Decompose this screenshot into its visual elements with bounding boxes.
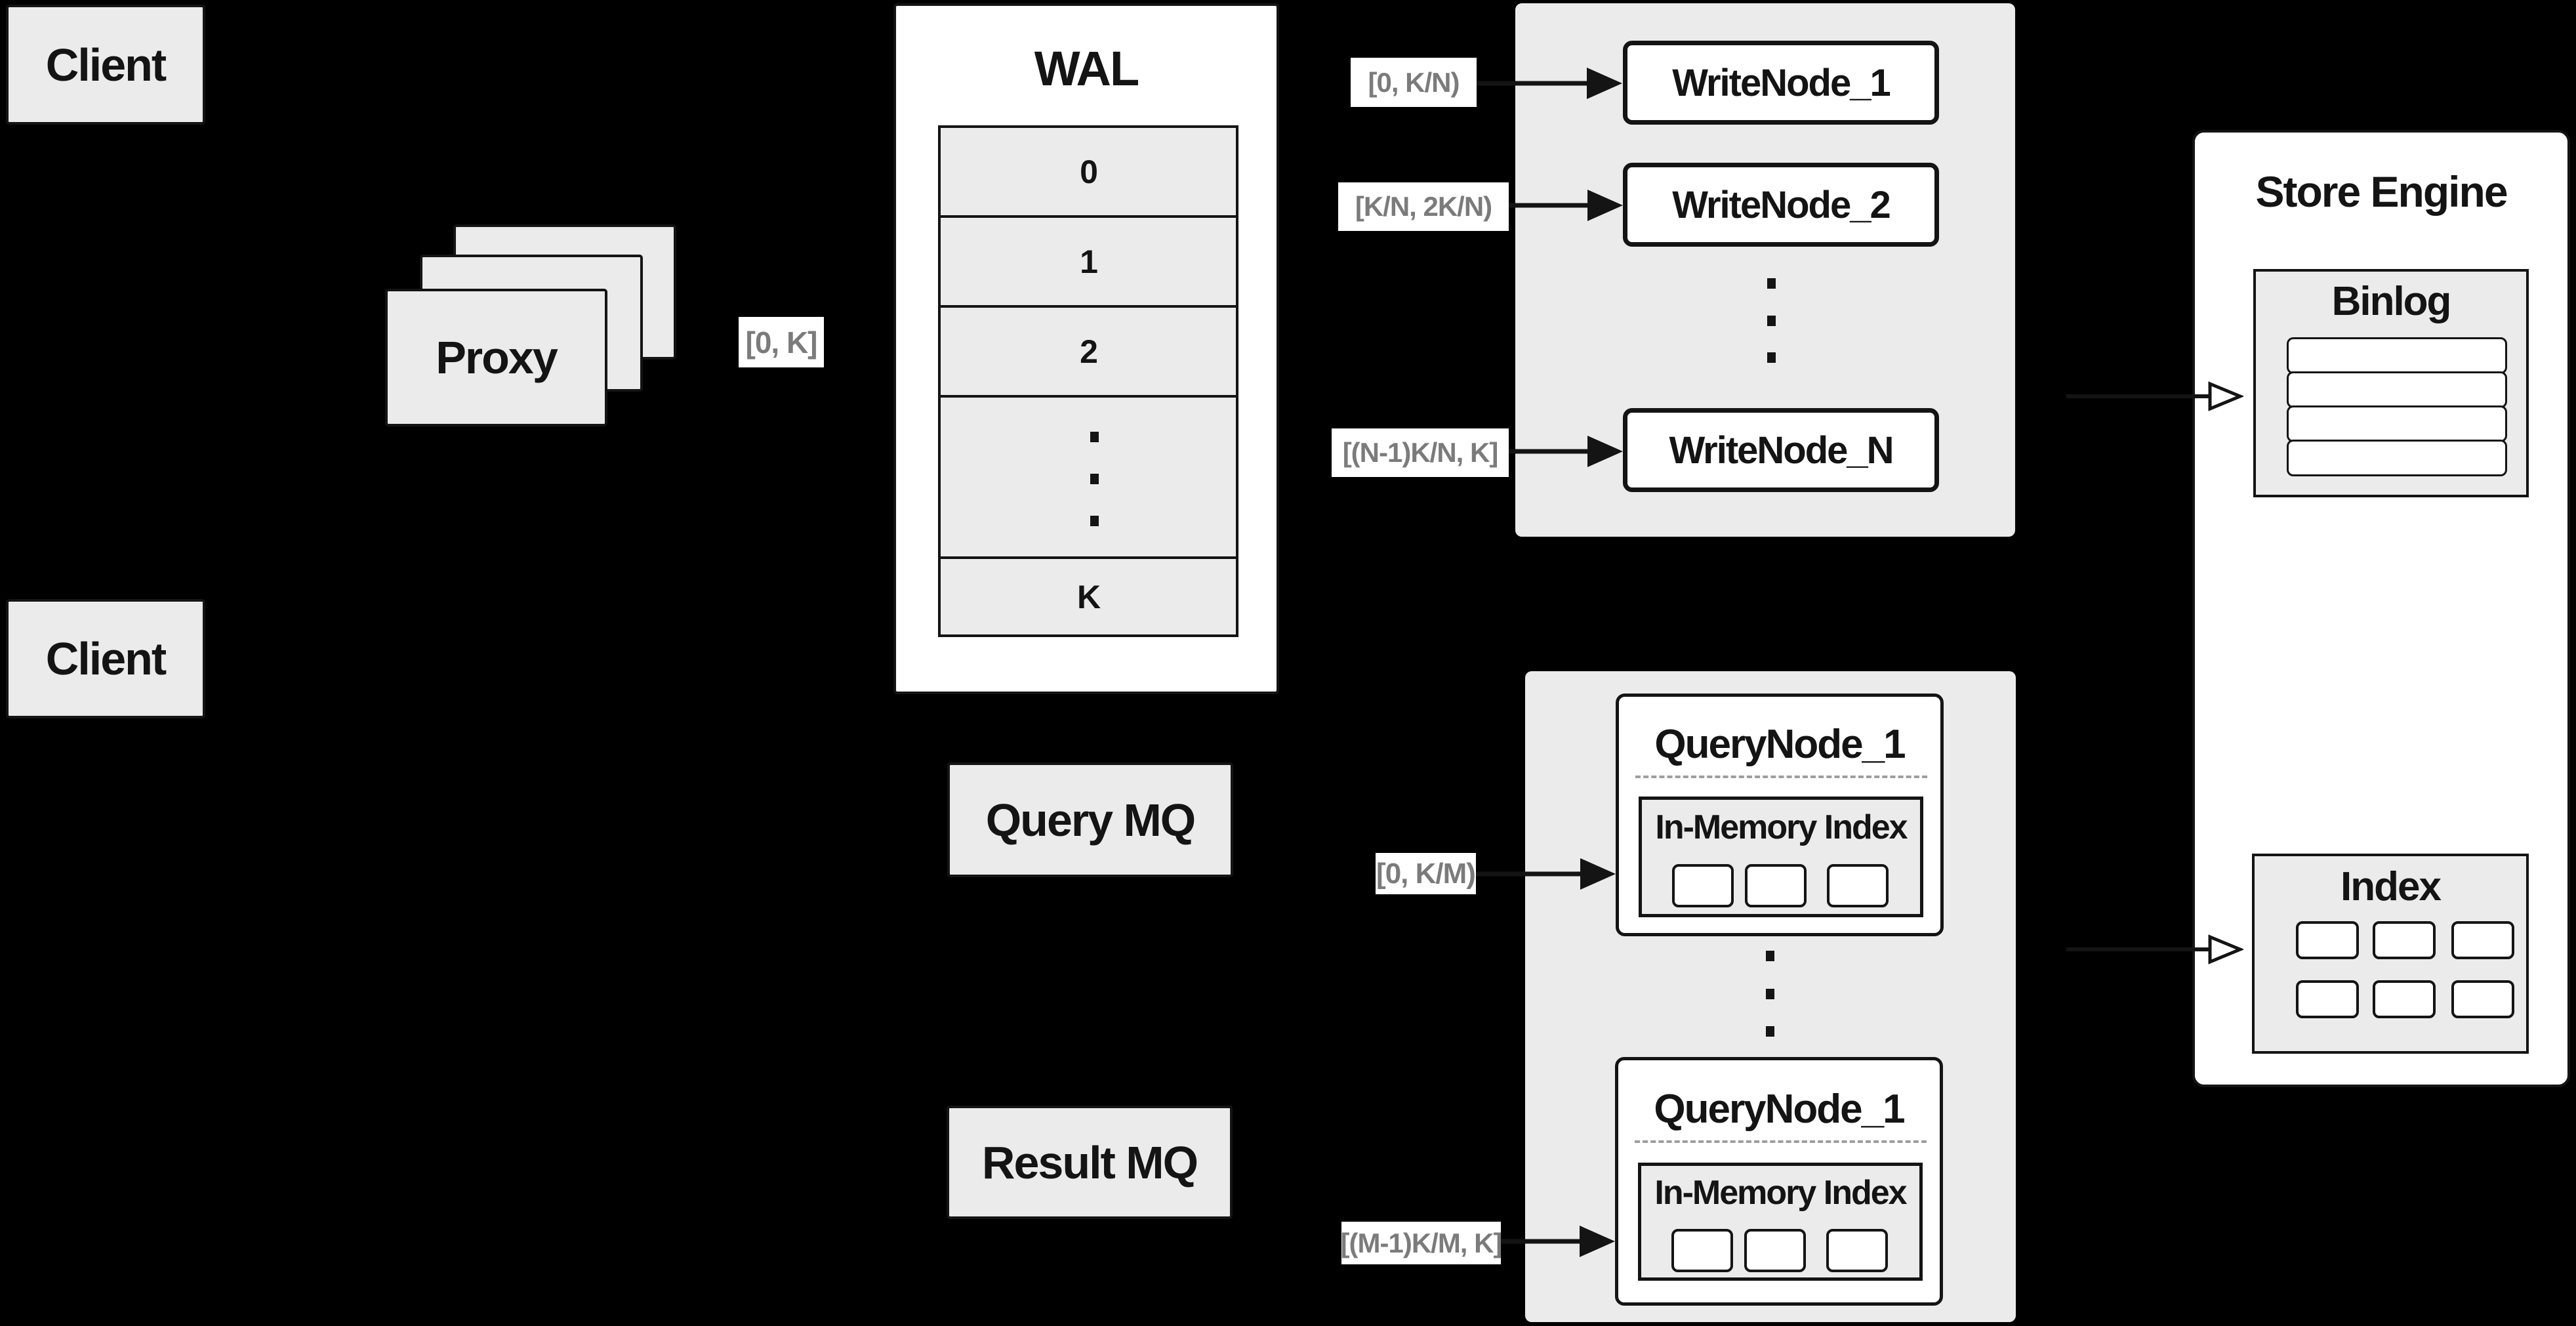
index-segment-1 <box>2296 921 2359 959</box>
query-node-1-title-wrap: QueryNode_1 <box>1619 716 1940 772</box>
write-node-1-label: WriteNode_1 <box>1672 61 1891 104</box>
client-bottom-label: Client <box>45 633 167 684</box>
query-node-1-inmemory-box: In-Memory Index <box>1639 797 1923 917</box>
query-range-1-chip: [0, K/M) <box>1376 853 1476 894</box>
binlog-row-1 <box>2287 337 2507 374</box>
wal-row-k-label: K <box>1076 579 1101 615</box>
proxy-range-chip: [0, K] <box>739 317 824 367</box>
write-node-n-label: WriteNode_N <box>1669 428 1894 472</box>
query-node-1-inmemory-title: In-Memory Index <box>1655 808 1908 846</box>
write-panel-dot-3 <box>1767 352 1776 363</box>
write-range-n-chip: [(N-1)K/N, K] <box>1332 428 1509 477</box>
write-panel-dot-1 <box>1767 278 1776 289</box>
wal-row-2-label: 2 <box>1080 333 1098 370</box>
index-segment-4 <box>2296 980 2359 1018</box>
wal-dot-3 <box>1090 516 1099 526</box>
binlog-row-2 <box>2287 371 2507 408</box>
query-node-2-inmemory-title-wrap: In-Memory Index <box>1641 1166 1919 1220</box>
query-node-2-title-wrap: QueryNode_1 <box>1618 1081 1940 1137</box>
wal-box: WAL 0 1 2 K <box>893 3 1279 694</box>
write-panel-dot-2 <box>1767 316 1776 326</box>
store-engine-title: Store Engine <box>2255 167 2508 216</box>
index-segment-6 <box>2451 980 2514 1018</box>
query-node-2-box: QueryNode_1 In-Memory Index <box>1615 1057 1943 1306</box>
binlog-title-wrap: Binlog <box>2256 272 2526 331</box>
binlog-title: Binlog <box>2331 278 2452 324</box>
arrow-to-write-node-n <box>1509 436 1623 467</box>
binlog-row-4 <box>2287 440 2507 476</box>
wal-row-0-label: 0 <box>1080 153 1098 190</box>
query-panel-dot-3 <box>1766 1026 1774 1037</box>
index-title-wrap: Index <box>2255 856 2526 917</box>
arrow-to-query-node-2 <box>1501 1226 1615 1257</box>
query-node-1-segment-3 <box>1827 864 1889 907</box>
query-mq-label: Query MQ <box>985 794 1196 846</box>
store-engine-title-wrap: Store Engine <box>2195 159 2567 224</box>
wal-dot-2 <box>1090 474 1099 484</box>
client-top-label: Client <box>45 39 167 91</box>
store-engine-box: Store Engine Binlog Index <box>2192 130 2570 1087</box>
write-node-n-box: WriteNode_N <box>1623 408 1939 492</box>
query-range-2-chip: [(M-1)K/M, K] <box>1341 1222 1502 1264</box>
query-node-2-dashed-separator <box>1635 1140 1927 1143</box>
arrow-to-write-node-1 <box>1477 68 1622 99</box>
result-mq-box: Result MQ <box>947 1106 1233 1219</box>
write-node-2-box: WriteNode_2 <box>1623 163 1939 247</box>
arrow-to-query-node-1 <box>1476 858 1616 890</box>
wal-dot-1 <box>1090 432 1099 442</box>
query-node-2-inmemory-title: In-Memory Index <box>1654 1174 1907 1212</box>
arrow-to-write-node-2 <box>1509 190 1623 221</box>
query-node-1-title: QueryNode_1 <box>1654 722 1906 767</box>
query-node-2-segment-1 <box>1671 1229 1733 1272</box>
index-title: Index <box>2341 863 2442 909</box>
arrow-to-index <box>2066 934 2243 964</box>
query-node-2-segment-2 <box>1744 1229 1806 1272</box>
query-node-2-segment-3 <box>1826 1229 1888 1272</box>
index-segment-2 <box>2373 921 2436 959</box>
write-node-1-box: WriteNode_1 <box>1623 41 1939 125</box>
write-node-2-label: WriteNode_2 <box>1672 183 1891 226</box>
query-panel-dot-2 <box>1766 989 1774 999</box>
query-node-2-title: QueryNode_1 <box>1654 1087 1905 1132</box>
query-node-1-dashed-separator <box>1635 776 1927 778</box>
wal-ellipsis-row <box>941 398 1236 559</box>
binlog-box: Binlog <box>2253 269 2529 497</box>
query-panel-dot-1 <box>1766 951 1774 961</box>
wal-row-2: 2 <box>941 308 1236 398</box>
client-top-box: Client <box>6 5 205 125</box>
index-segment-5 <box>2373 980 2436 1018</box>
query-mq-box: Query MQ <box>947 762 1233 877</box>
write-range-2-chip: [K/N, 2K/N) <box>1338 182 1509 231</box>
wal-row-1: 1 <box>941 218 1236 308</box>
index-box: Index <box>2252 854 2529 1054</box>
proxy-box: Proxy <box>385 289 607 426</box>
wal-row-1-label: 1 <box>1080 243 1098 280</box>
query-node-1-box: QueryNode_1 In-Memory Index <box>1616 694 1944 936</box>
client-bottom-box: Client <box>6 599 205 718</box>
query-node-1-segment-1 <box>1672 864 1734 907</box>
query-node-2-inmemory-box: In-Memory Index <box>1638 1163 1923 1281</box>
wal-row-k: K <box>941 559 1236 635</box>
result-mq-label: Result MQ <box>981 1136 1198 1188</box>
wal-table: 0 1 2 K <box>938 125 1238 637</box>
query-node-1-segment-2 <box>1745 864 1807 907</box>
proxy-label: Proxy <box>436 332 558 383</box>
arrow-to-binlog <box>2066 381 2243 411</box>
write-range-1-chip: [0, K/N) <box>1351 58 1477 107</box>
wal-title: WAL <box>1034 41 1139 96</box>
query-node-1-inmemory-title-wrap: In-Memory Index <box>1642 800 1920 855</box>
binlog-row-3 <box>2287 405 2507 442</box>
wal-title-wrap: WAL <box>896 32 1277 104</box>
index-segment-3 <box>2451 921 2514 959</box>
wal-row-0: 0 <box>941 128 1236 218</box>
